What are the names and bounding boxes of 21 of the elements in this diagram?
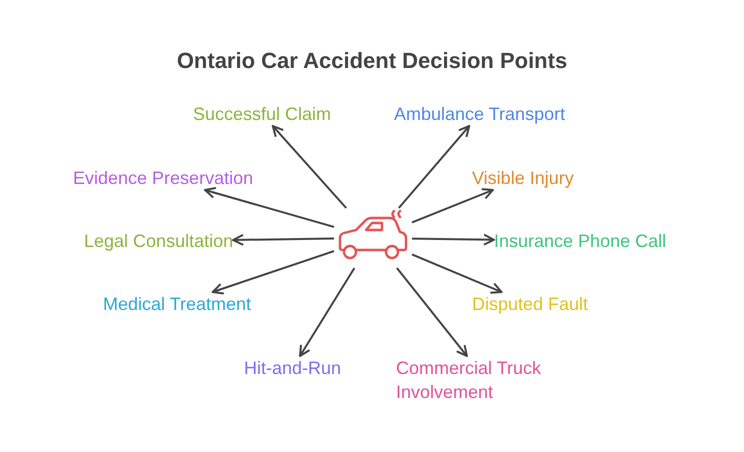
outcome-label: Disputed Fault	[472, 293, 588, 316]
arrow	[412, 253, 502, 294]
outcome-label: Medical Treatment	[103, 293, 252, 316]
outcome-label: Visible Injury	[472, 167, 574, 190]
outcome-label: Evidence Preservation	[73, 167, 254, 190]
arrow	[412, 188, 494, 224]
arrow	[396, 267, 468, 357]
outcome-label: Legal Consultation	[84, 230, 234, 253]
arrow	[232, 234, 334, 246]
outcome-label: Hit-and-Run	[244, 357, 342, 380]
outcome-label: Insurance Phone Call	[494, 230, 666, 253]
outcome-label: Successful Claim	[193, 103, 332, 126]
arrow	[398, 125, 470, 209]
arrow	[299, 267, 356, 357]
arrow	[272, 125, 347, 209]
arrow	[212, 250, 334, 295]
diagram-title: Ontario Car Accident Decision Points	[176, 48, 568, 74]
outcome-label: Commercial Truck Involvement	[396, 357, 542, 404]
outcome-label: Ambulance Transport	[394, 103, 566, 126]
arrow	[204, 186, 334, 228]
arrow	[412, 234, 495, 246]
